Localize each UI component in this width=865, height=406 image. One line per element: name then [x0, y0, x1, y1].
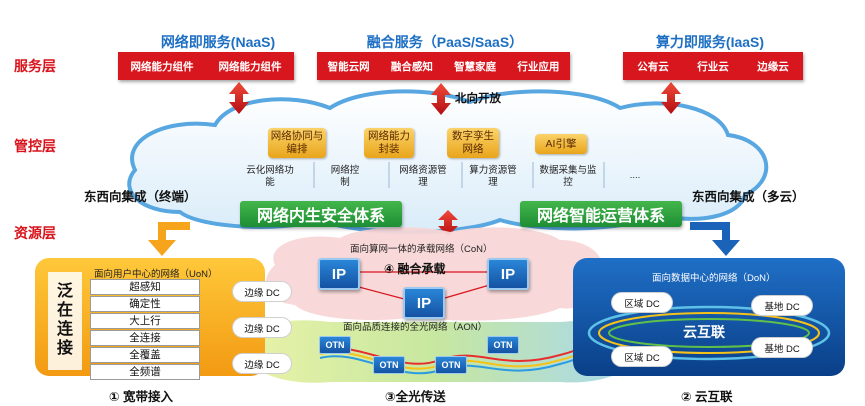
- naas-title: 网络即服务(NaaS): [160, 34, 276, 50]
- control-tag: 网络协同与编排: [268, 128, 326, 158]
- iaas-title: 算力即服务(IaaS): [655, 34, 765, 50]
- control-function: ....: [629, 170, 641, 181]
- east-west-right-label: 东西向集成（多云）: [692, 190, 805, 204]
- region-dc-cloud: 区域 DC: [612, 347, 672, 366]
- arrow-down-right-icon: [690, 222, 740, 256]
- iaas-item: 公有云: [637, 60, 669, 73]
- uon-row: 确定性: [90, 296, 200, 312]
- edge-dc-cloud: 边缘 DC: [233, 318, 291, 337]
- bottom-label-left: ① 宽带接入: [109, 390, 174, 404]
- edge-dc-cloud: 边缘 DC: [233, 354, 291, 373]
- naas-item: 网络能力组件: [218, 60, 282, 73]
- control-tag: 网络能力封装: [364, 128, 414, 158]
- iaas-bar: 公有云 行业云 边缘云: [623, 52, 803, 80]
- control-layer-label: 管控层: [14, 138, 56, 154]
- aon-title: 面向品质连接的全光网络（AON）: [343, 322, 488, 333]
- base-dc-cloud: 基地 DC: [752, 296, 812, 315]
- otn-node: OTN: [435, 356, 467, 374]
- don-center-label: 云互联: [683, 324, 725, 340]
- paas-item: 智慧家庭: [454, 60, 497, 73]
- east-west-left-label: 东西向集成（终端）: [84, 190, 197, 204]
- con-label: ④ 融合承载: [384, 262, 446, 276]
- iaas-item: 行业云: [697, 60, 729, 73]
- uon-row: 全覆盖: [90, 347, 200, 363]
- arrow-down-left-icon: [148, 222, 190, 256]
- control-tag: AI引擎: [535, 134, 587, 154]
- otn-node: OTN: [373, 356, 405, 374]
- paas-item: 行业应用: [517, 60, 560, 73]
- otn-node: OTN: [487, 336, 519, 354]
- ops-system-bar: 网络智能运营体系: [520, 201, 682, 227]
- control-function: 网络控制: [330, 165, 360, 188]
- uon-row: 超感知: [90, 279, 200, 295]
- bottom-label-right: ② 云互联: [681, 390, 733, 404]
- ip-node: IP: [318, 258, 360, 290]
- paas-item: 融合感知: [390, 60, 433, 73]
- don-title: 面向数据中心的网络（DoN）: [652, 273, 776, 284]
- otn-node: OTN: [319, 336, 351, 354]
- iaas-item: 边缘云: [757, 60, 789, 73]
- uon-row: 大上行: [90, 313, 200, 329]
- uon-rows: 超感知 确定性 大上行 全连接 全覆盖 全频谱: [90, 279, 200, 381]
- naas-item: 网络能力组件: [130, 60, 194, 73]
- base-dc-cloud: 基地 DC: [752, 338, 812, 357]
- bottom-label-middle: ③全光传送: [385, 390, 446, 404]
- paas-bar: 智能云网 融合感知 智慧家庭 行业应用: [317, 52, 570, 80]
- uon-title: 面向用户中心的网络（UoN）: [94, 269, 218, 280]
- edge-dc-cloud: 边缘 DC: [233, 282, 291, 301]
- control-function: 网络资源管理: [399, 165, 447, 188]
- resource-layer-label: 资源层: [14, 225, 56, 241]
- service-layer-label: 服务层: [14, 58, 56, 74]
- naas-bar: 网络能力组件 网络能力组件: [118, 52, 294, 80]
- paas-item: 智能云网: [327, 60, 370, 73]
- security-system-bar: 网络内生安全体系: [240, 201, 402, 227]
- control-function: 算力资源管理: [469, 165, 517, 188]
- double-arrow-icon: [229, 82, 681, 236]
- function-separators: [313, 162, 605, 188]
- paas-title: 融合服务（PaaS/SaaS）: [366, 34, 524, 50]
- con-title: 面向算网一体的承载网络（CoN）: [350, 244, 493, 255]
- uon-row: 全连接: [90, 330, 200, 346]
- north-open-label: 北向开放: [455, 93, 501, 105]
- con-cloud: [265, 227, 603, 321]
- region-dc-cloud: 区域 DC: [612, 293, 672, 312]
- uon-row: 全频谱: [90, 364, 200, 380]
- control-function: 数据采集与监控: [539, 165, 597, 188]
- ip-node: IP: [487, 258, 529, 290]
- uon-side-label: 泛在连接: [56, 283, 73, 357]
- control-tag: 数字孪生网络: [447, 128, 499, 158]
- control-function: 云化网络功能: [246, 165, 294, 188]
- ip-node: IP: [403, 287, 445, 319]
